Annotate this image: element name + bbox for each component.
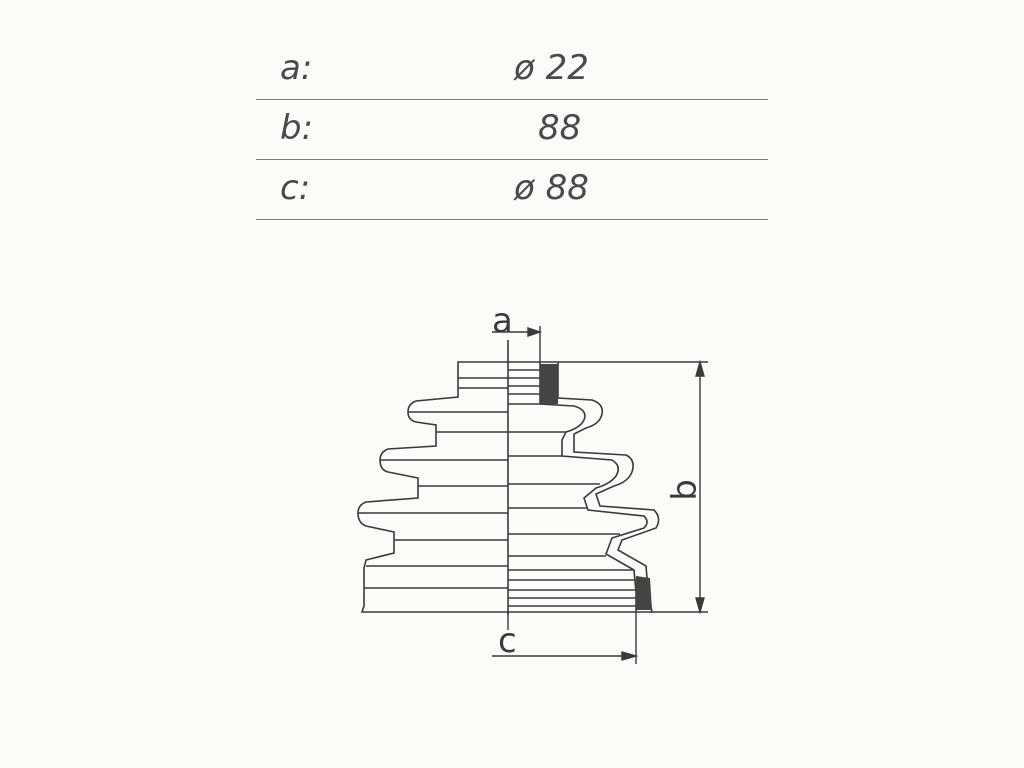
dimension-table: a: ø 22 b: 88 c: ø 88	[256, 40, 768, 220]
dimension-value: 88	[538, 108, 582, 148]
boot-wall-top	[540, 364, 558, 404]
boot-wall-bottom	[636, 576, 652, 610]
dimension-key: c:	[280, 168, 311, 208]
dimension-row-b: b: 88	[256, 100, 768, 160]
boot-section-outer	[508, 361, 660, 613]
dimension-key: a:	[280, 48, 313, 88]
label-c: c	[498, 621, 517, 661]
dimension-row-c: c: ø 88	[256, 160, 768, 220]
dimension-value: ø 22	[514, 48, 589, 88]
dimension-key: b:	[280, 108, 314, 148]
boot-exterior-outline	[357, 361, 508, 613]
boot-section-inner	[539, 362, 648, 612]
label-b: b	[665, 479, 705, 501]
label-a: a	[492, 301, 513, 341]
dimension-value: ø 88	[514, 168, 589, 208]
dimension-row-a: a: ø 22	[256, 40, 768, 100]
